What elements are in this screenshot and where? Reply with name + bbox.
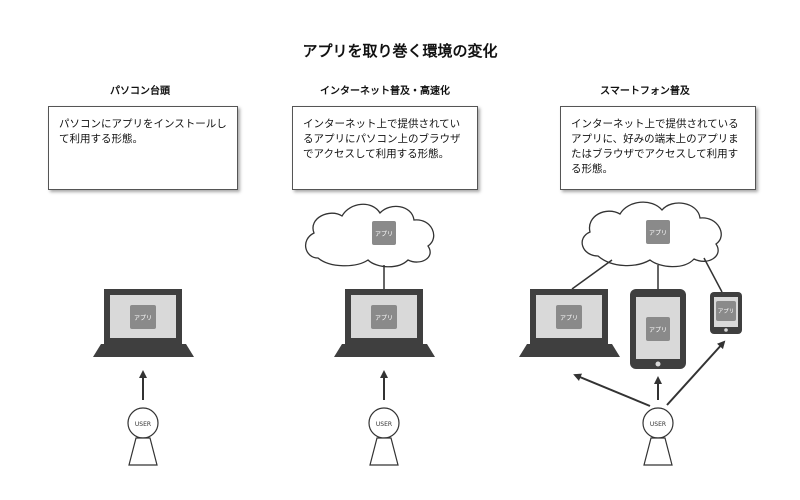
- app-label: アプリ: [375, 315, 393, 322]
- diagram-title: アプリを取り巻く環境の変化: [302, 42, 498, 60]
- arrow-user-to-phone: [666, 340, 726, 406]
- app-tile: アプリ: [371, 305, 397, 329]
- column-heading-pc: パソコン台頭: [110, 86, 170, 97]
- user-label: USER: [376, 421, 392, 428]
- connector-cloud-to-laptop: [571, 259, 613, 290]
- description-text-internet: インターネット上で提供されているアプリにパソコン上のブラウザでアクセスして利用す…: [303, 118, 461, 160]
- app-label: アプリ: [649, 230, 667, 237]
- app-tile: アプリ: [646, 317, 670, 341]
- description-box-internet: インターネット上で提供されているアプリにパソコン上のブラウザでアクセスして利用す…: [292, 106, 478, 190]
- app-tile: アプリ: [646, 220, 670, 244]
- user-label: USER: [650, 421, 666, 428]
- app-tile: アプリ: [130, 305, 156, 329]
- description-box-pc: パソコンにアプリをインストールして利用する形態。: [48, 106, 238, 190]
- app-label: アプリ: [560, 315, 578, 322]
- description-box-smartphone: インターネット上で提供されているアプリに、好みの端末上のアプリまたはブラウザでア…: [560, 106, 756, 190]
- connector-cloud-to-phone: [703, 257, 723, 293]
- app-tile: アプリ: [716, 301, 736, 321]
- user-icon: USER: [127, 407, 159, 466]
- cloud-icon: [305, 203, 435, 268]
- app-label: アプリ: [718, 308, 735, 315]
- arrow-user-to-laptop: [573, 373, 651, 407]
- app-label: アプリ: [134, 315, 152, 322]
- user-icon: USER: [368, 407, 400, 466]
- description-text-smartphone: インターネット上で提供されているアプリに、好みの端末上のアプリまたはブラウザでア…: [571, 118, 739, 175]
- user-label: USER: [135, 421, 151, 428]
- app-tile: アプリ: [556, 305, 582, 329]
- column-heading-smartphone: スマートフォン普及: [600, 86, 690, 97]
- app-label: アプリ: [375, 231, 393, 238]
- column-heading-internet: インターネット普及・高速化: [320, 86, 450, 97]
- app-label: アプリ: [649, 327, 667, 334]
- description-text-pc: パソコンにアプリをインストールして利用する形態。: [59, 118, 227, 145]
- user-icon: USER: [642, 407, 674, 466]
- app-tile: アプリ: [372, 221, 396, 245]
